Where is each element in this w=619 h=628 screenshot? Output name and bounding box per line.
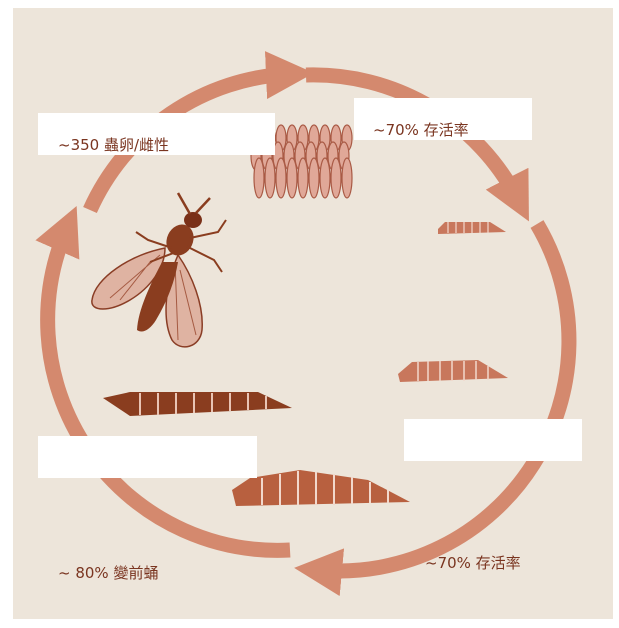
survival-top-right-label: ~70% 存活率 <box>373 123 469 138</box>
label-box-right <box>404 419 582 461</box>
prepupa-label: ~ 80% 變前蛹 <box>58 566 158 581</box>
label-box-left <box>38 436 257 478</box>
eggs-per-female-label: ~350 蟲卵/雌性 <box>58 138 169 153</box>
survival-bottom-right-label: ~70% 存活率 <box>425 556 521 571</box>
